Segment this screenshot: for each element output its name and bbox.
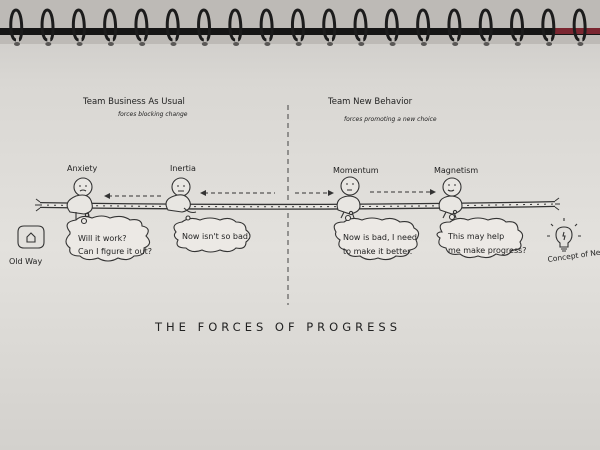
house-icon	[17, 225, 45, 249]
spiral-coil	[478, 8, 493, 42]
thought-bubble-magnetism	[436, 217, 524, 259]
spiral-coil	[322, 8, 337, 42]
binding-bar	[0, 28, 600, 35]
team-left-title: Team Business As Usual	[82, 97, 185, 107]
thought-magnetism-line-2: me make progress?	[448, 246, 527, 255]
old-way-label: Old Way	[9, 257, 42, 266]
thought-momentum-line-2: to make it better.	[343, 247, 412, 256]
new-way-label: Concept of New Way	[547, 244, 600, 264]
inertia-figure	[165, 177, 197, 214]
binding-cover-edge	[555, 28, 600, 34]
spiral-coil	[416, 8, 431, 42]
arrowhead-right-2	[430, 189, 436, 195]
binding-hole	[546, 42, 553, 46]
force-label-inertia: Inertia	[170, 164, 196, 173]
force-label-momentum: Momentum	[333, 166, 379, 175]
spiral-coil	[71, 8, 86, 42]
spiral-coil	[165, 8, 180, 42]
force-label-anxiety: Anxiety	[67, 164, 98, 173]
arrowhead-left-1	[104, 193, 110, 199]
spiral-coil	[228, 8, 243, 42]
binding-hole	[264, 42, 271, 46]
arrowhead-right-1	[328, 190, 334, 196]
binding-hole	[201, 42, 208, 46]
thought-bubble-inertia	[173, 217, 251, 253]
momentum-figure	[336, 176, 361, 219]
binding-hole	[107, 42, 114, 46]
tug-of-war-rope	[35, 197, 560, 212]
diagram-title: THE FORCES OF PROGRESS	[154, 320, 401, 334]
force-label-magnetism: Magnetism	[434, 166, 478, 175]
spiral-coil	[197, 8, 211, 42]
binding-hole	[452, 42, 459, 46]
spiral-coil	[134, 8, 149, 42]
spiral-coil	[40, 8, 55, 42]
binding-hole	[483, 42, 490, 46]
thought-anxiety-line-1: Will it work?	[78, 234, 126, 243]
arrowhead-left-2	[200, 190, 206, 196]
thought-inertia-line-1: Now isn't so bad.	[182, 232, 251, 241]
spiral-coil	[9, 8, 24, 42]
anxiety-figure	[66, 177, 93, 221]
spiral-coil	[353, 8, 368, 42]
spiral-coil	[541, 8, 556, 42]
rope-frayed-end-right	[554, 197, 560, 211]
spiral-coil	[103, 8, 118, 42]
binding-hole	[577, 42, 584, 46]
magnetism-figure	[438, 177, 463, 219]
spiral-coils	[9, 8, 587, 46]
spiral-coil	[572, 8, 587, 42]
spiral-coil	[447, 8, 462, 42]
team-left-subtitle: forces blocking change	[118, 111, 188, 118]
binding-hole	[389, 42, 396, 46]
binding-hole	[76, 42, 83, 46]
binding-hole	[358, 42, 365, 46]
binding-hole	[14, 42, 20, 46]
thought-magnetism-line-1: This may help	[447, 232, 504, 241]
force-arrows	[108, 191, 432, 197]
spiral-coil	[384, 8, 399, 42]
binding-hole	[45, 42, 52, 46]
team-right-title: Team New Behavior	[327, 97, 413, 107]
thought-momentum-line-1: Now is bad, I need	[343, 233, 417, 242]
thought-bubble-momentum	[333, 217, 420, 261]
lightbulb-icon	[547, 218, 581, 252]
binding-strip	[0, 0, 600, 44]
binding-hole	[170, 42, 177, 46]
binding-hole	[233, 42, 240, 46]
binding-hole	[295, 42, 302, 46]
binding-hole	[327, 42, 333, 46]
binding-hole	[514, 42, 521, 46]
spiral-coil	[290, 8, 305, 42]
binding-hole	[420, 42, 427, 46]
spiral-coil	[259, 8, 274, 42]
rope-frayed-end-left	[35, 198, 41, 212]
thought-bubble-anxiety	[65, 215, 151, 262]
thought-anxiety-line-2: Can I figure it out?	[78, 247, 152, 256]
binding-hole	[139, 42, 146, 46]
spiral-coil	[510, 8, 524, 42]
team-right-subtitle: forces promoting a new choice	[344, 116, 437, 123]
